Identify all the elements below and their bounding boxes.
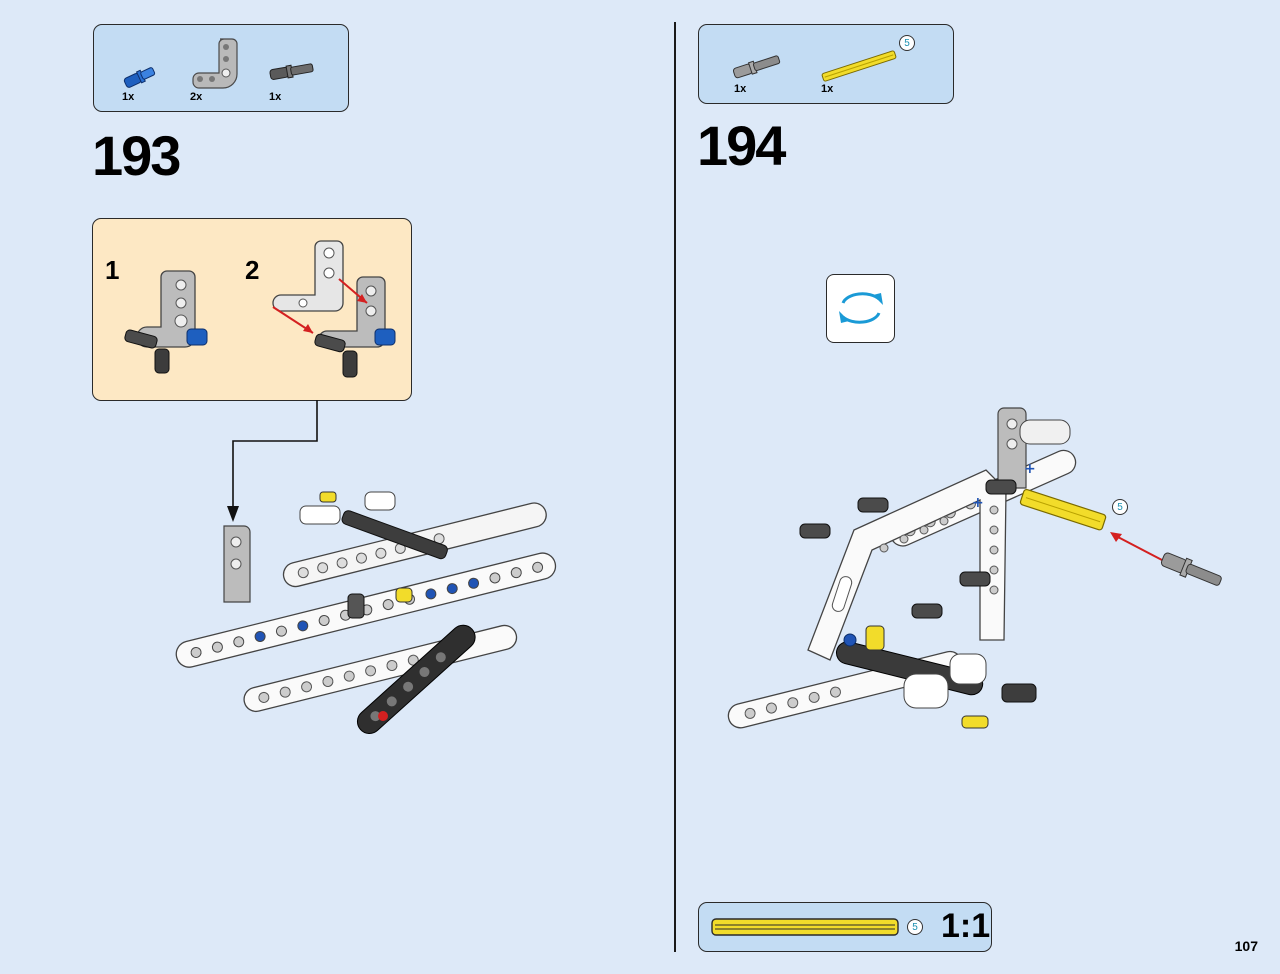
scale-reference-box: 5 1:1 [698, 902, 992, 952]
rotate-model-icon [839, 292, 883, 324]
axle-length-badge: 5 [899, 35, 915, 51]
grey-axle-pin-icon [732, 55, 781, 79]
scale-ratio: 1:1 [941, 907, 991, 945]
yellow-axle-icon [821, 50, 897, 82]
substep-box: 1 2 [92, 218, 412, 401]
svg-text:+: + [1024, 461, 1036, 477]
page-number: 107 [1234, 938, 1258, 954]
rotate-model-box [826, 274, 895, 343]
grey-axle-pin-icon [269, 63, 314, 80]
page-divider [674, 22, 676, 952]
yellow-axle-scale-icon [711, 918, 899, 936]
substep-number: 2 [245, 255, 260, 285]
step-193-model [175, 491, 557, 735]
part-qty: 1x [269, 91, 282, 103]
parts-list-step-194: 1x 5 1x [698, 24, 954, 104]
part-qty: 1x [821, 83, 834, 95]
part-qty: 2x [190, 91, 203, 103]
step-number: 194 [697, 114, 786, 177]
substep-2-assembly [272, 240, 396, 378]
blue-pin-icon [123, 67, 156, 88]
part-qty: 1x [734, 83, 747, 95]
svg-text:+: + [972, 495, 984, 511]
step-number: 193 [92, 124, 181, 187]
substep-1-assembly [124, 270, 208, 374]
axle-length-callout: 5 [1112, 499, 1128, 515]
scale-length-badge: 5 [907, 919, 923, 935]
l-beam-icon [192, 38, 238, 89]
substep-connector-arrow [227, 400, 318, 522]
part-qty: 1x [122, 91, 135, 103]
step-194-model: + + [727, 407, 1222, 729]
substep-number: 1 [105, 255, 120, 285]
parts-list-step-193: 1x 2x 1x [93, 24, 349, 112]
